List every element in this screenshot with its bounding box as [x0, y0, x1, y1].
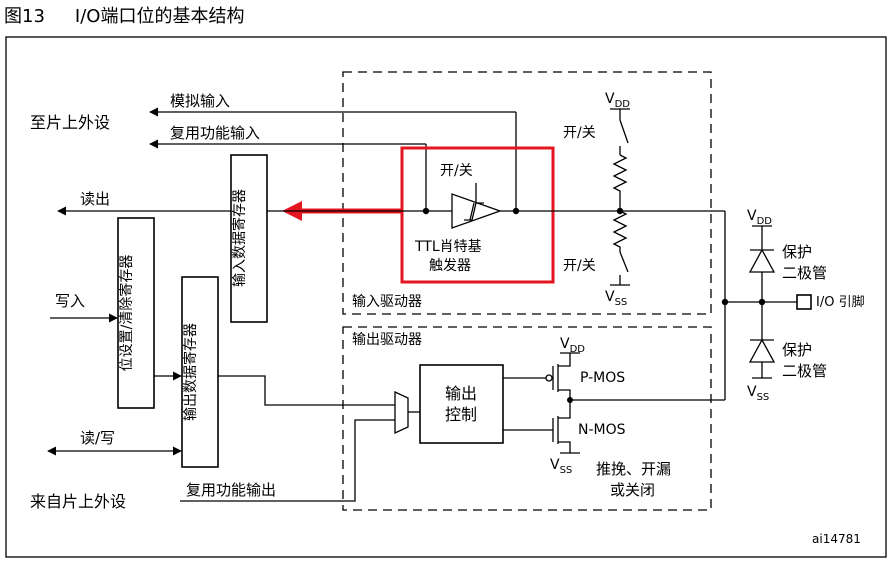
input-data-register-label: 输入数据寄存器: [231, 189, 248, 287]
upper-protect-line2: 二极管: [782, 264, 827, 282]
analog-input-label: 模拟输入: [170, 92, 230, 110]
pulldown-switch-label: 开/关: [563, 258, 596, 274]
output-data-register-label: 输出数据寄存器: [182, 323, 199, 421]
vss-label-diode: VSS: [747, 384, 769, 403]
bit-set-reset-register-label: 位设置/清除寄存器: [118, 255, 135, 372]
hysteresis-glyph: [464, 202, 484, 221]
pmos-drain: [558, 389, 571, 400]
schmitt-label-line2: 触发器: [429, 258, 471, 274]
vdd-label-top: VDD: [605, 91, 630, 110]
mode-label-line1: 推挽、开漏: [596, 460, 671, 478]
output-control-line2: 控制: [445, 405, 477, 424]
mode-label-line2: 或关闭: [610, 481, 655, 499]
pmos-source: [558, 353, 571, 367]
upper-protect-line1: 保护: [782, 243, 812, 261]
bit-set-reset-register: [117, 217, 155, 409]
nmos-label: N-MOS: [578, 422, 626, 438]
output-driver-label: 输出驱动器: [352, 332, 422, 348]
junction-dot: [721, 298, 729, 306]
io-pin-label: I/O 引脚: [816, 294, 865, 310]
output-control-block: [419, 364, 504, 444]
vdd-label-diode: VDD: [747, 208, 772, 227]
nmos-drain: [558, 400, 571, 419]
junction-dot: [422, 207, 430, 215]
figure-number: 图13: [4, 6, 45, 27]
pullup-resistor-icon: [612, 154, 628, 211]
lower-diode-icon: [748, 338, 776, 363]
to-peripheral-label: 至片上外设: [30, 113, 110, 132]
figure-id: ai14781: [812, 532, 861, 546]
io-pin-icon: [796, 294, 812, 310]
schmitt-label-line1: TTL肖特基: [414, 238, 482, 255]
upper-diode-icon: [748, 248, 776, 273]
input-driver-label: 输入驱动器: [352, 294, 422, 310]
schmitt-highlight-box: [400, 146, 555, 284]
odr-to-mux-wire: [218, 375, 395, 406]
junction-dot: [512, 207, 520, 215]
input-driver-box: [342, 71, 712, 315]
figure-title: I/O端口位的基本结构: [74, 6, 245, 27]
figure-header: 图13 I/O端口位的基本结构: [4, 2, 244, 28]
pullup-switch-icon: [619, 119, 629, 144]
read-out-label: 读出: [80, 190, 110, 208]
lower-protect-line1: 保护: [782, 341, 812, 359]
write-in-label: 写入: [55, 292, 85, 310]
output-control-line1: 输出: [445, 384, 477, 403]
vss-label-bottom: VSS: [605, 289, 627, 308]
read-write-label: 读/写: [80, 429, 115, 447]
lower-protect-line2: 二极管: [782, 362, 827, 380]
pullup-switch-label: 开/关: [563, 125, 596, 141]
alt-func-input-label: 复用功能输入: [170, 124, 260, 142]
schmitt-switch-label: 开/关: [440, 163, 473, 179]
input-data-register: [230, 154, 268, 323]
alt-func-output-wire: [180, 419, 395, 502]
vdd-label-output: VDD: [560, 336, 585, 355]
outer-frame: [5, 36, 887, 558]
vss-label-output: VSS: [550, 457, 572, 476]
output-driver-box: [342, 326, 712, 511]
pmos-label: P-MOS: [580, 370, 625, 386]
output-data-register: [181, 276, 219, 468]
pmos-gate-bubble: [545, 374, 553, 382]
nmos-source: [558, 441, 571, 453]
from-peripheral-label: 来自片上外设: [30, 492, 126, 511]
alt-func-output-label: 复用功能输出: [186, 481, 276, 499]
mux-symbol: [394, 390, 409, 435]
pulldown-switch-icon: [619, 251, 629, 273]
pulldown-resistor-icon: [612, 210, 628, 252]
